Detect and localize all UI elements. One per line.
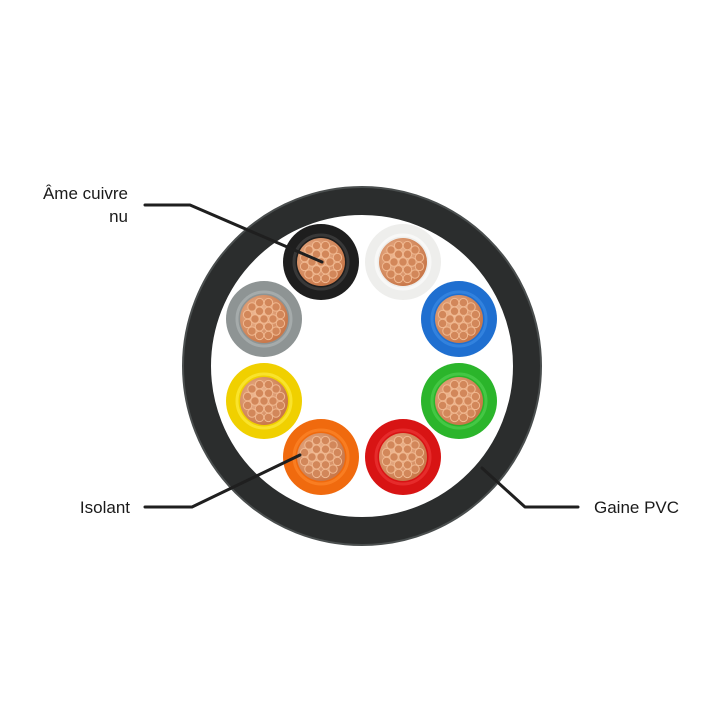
label-insulation: Isolant [80, 498, 130, 517]
label-core-line1: Âme cuivre [43, 184, 128, 203]
conductor-orange [283, 419, 359, 495]
leader-lines [143, 203, 580, 509]
conductor-grey [226, 281, 302, 357]
conductor-blue [421, 281, 497, 357]
leader-sheath [480, 466, 580, 509]
conductor-green [421, 363, 497, 439]
conductor-yellow [226, 363, 302, 439]
conductor-white [365, 224, 441, 300]
pvc-sheath [182, 186, 542, 546]
conductor-black [283, 224, 359, 300]
label-sheath: Gaine PVC [594, 498, 679, 517]
leader-insulation [143, 453, 302, 509]
leader-core [143, 203, 324, 264]
conductor-red [365, 419, 441, 495]
label-core-line2: nu [109, 207, 128, 226]
conductor-group [226, 224, 497, 495]
